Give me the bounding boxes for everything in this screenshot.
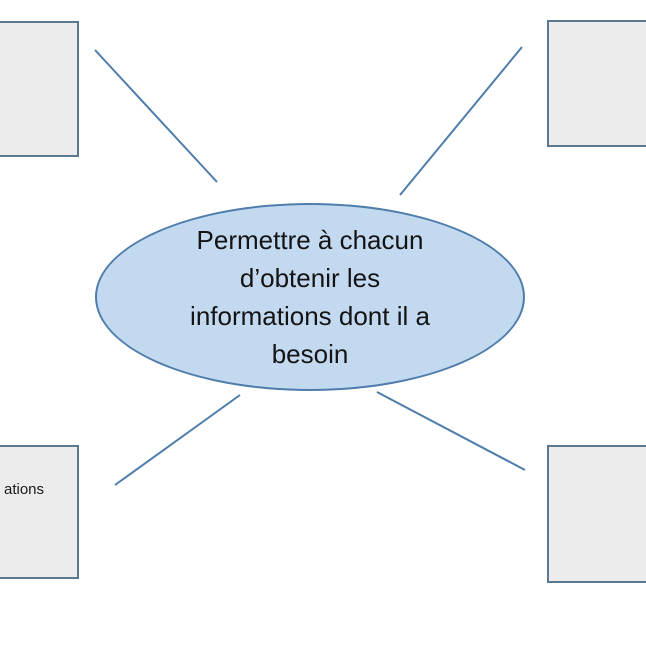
box-top-right: Dévelo en plac des info xyxy=(547,20,646,147)
connector-bottom-right xyxy=(376,391,526,471)
connector-top-right xyxy=(399,46,523,196)
box-bottom-left: ations xyxy=(0,445,79,579)
central-ellipse: Permettre à chacun d’obtenir les informa… xyxy=(95,203,525,391)
ellipse-text-line-3: informations dont il a xyxy=(190,301,430,331)
box-bottom-right: Protége informa xyxy=(547,445,646,583)
box-top-left xyxy=(0,21,79,157)
box-bottom-left-line-1: ations xyxy=(4,481,45,498)
ellipse-text-line-2: d’obtenir les xyxy=(239,263,381,293)
ellipse-text-line-1: Permettre à chacun xyxy=(196,225,424,255)
connector-top-left xyxy=(94,49,218,183)
connector-bottom-left xyxy=(114,394,241,486)
ellipse-text-line-4: besoin xyxy=(271,339,349,369)
box-bottom-left-text: ations xyxy=(4,477,44,503)
